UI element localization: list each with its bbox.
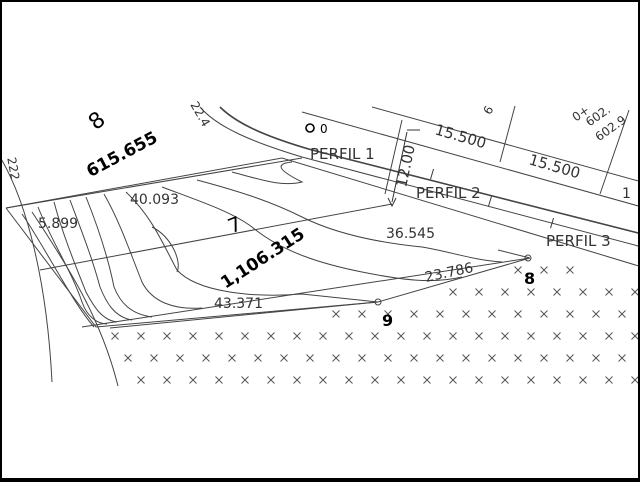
lot-polygon xyxy=(5,157,638,328)
hatch-pattern xyxy=(111,266,638,384)
point-label-8: 8 xyxy=(524,269,535,288)
dim-side-1: 40.093 xyxy=(130,192,179,208)
lot-separator-1 xyxy=(384,119,403,195)
dim-side-5: 43.371 xyxy=(214,296,263,312)
lot-a-number: 8 xyxy=(84,107,110,135)
cut-top-label: 6 xyxy=(480,103,496,117)
slash-mark-3: / xyxy=(550,216,555,230)
dim-offset: 12.00 xyxy=(392,143,419,189)
point-label-9: 9 xyxy=(382,311,393,330)
profile-line-1 xyxy=(5,157,303,209)
right-edge-label: 1 xyxy=(622,186,631,202)
road-edge-2 xyxy=(219,106,638,234)
road-edge-4 xyxy=(371,106,638,182)
contour-lines xyxy=(21,161,503,328)
dim-top-1: 15.500 xyxy=(433,121,488,153)
partial-label-contour: 22.4 xyxy=(187,99,212,129)
profile-label-2: PERFIL 2 xyxy=(416,184,481,202)
profile-label-1: PERFIL 1 xyxy=(310,145,375,163)
road-edge-1 xyxy=(199,106,638,247)
road-edge-3 xyxy=(301,111,638,207)
dim-side-4: 23.786 xyxy=(424,260,475,286)
lot-inner-line xyxy=(109,301,379,329)
partial-label-left: 222 xyxy=(4,156,22,181)
profile-line-2 xyxy=(39,203,393,271)
lot-a-area: 615.655 xyxy=(83,128,161,182)
dim-side-3: 5.899 xyxy=(38,216,78,232)
survey-point-0 xyxy=(305,123,315,133)
point-label-0: 0 xyxy=(320,122,328,136)
profile-label-3: PERFIL 3 xyxy=(546,232,611,250)
survey-point-8 xyxy=(524,254,532,262)
lot-b-number: 7 xyxy=(224,211,245,238)
lot-separator-2 xyxy=(499,105,516,163)
offset-dimension xyxy=(387,129,420,208)
profile-3-tick xyxy=(497,249,531,259)
boundary-curve-inner xyxy=(31,211,119,387)
dim-side-2: 36.545 xyxy=(386,226,435,242)
survey-point-9 xyxy=(374,298,382,306)
profile-line-3 xyxy=(81,257,531,328)
slash-mark-1: / xyxy=(430,167,435,181)
boundary-curve-outer xyxy=(2,159,53,383)
lot-separator-3 xyxy=(599,109,630,195)
slash-mark-2: / xyxy=(488,194,493,208)
